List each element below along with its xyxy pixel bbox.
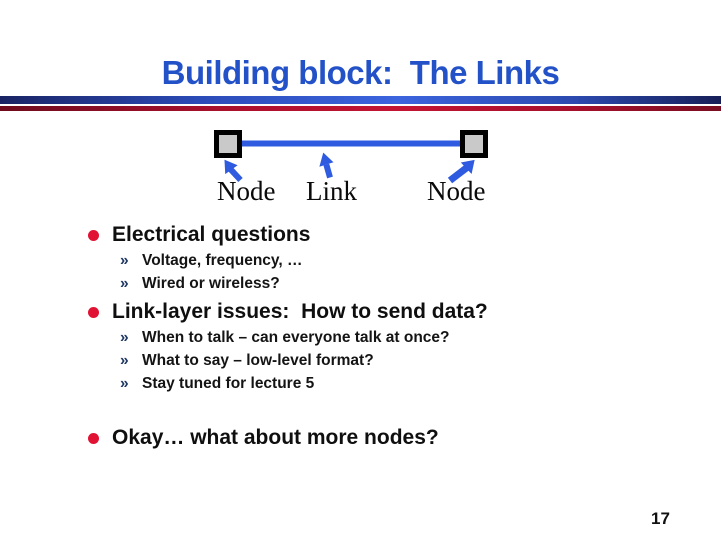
sub-bullet-voltage: » Voltage, frequency, … [120,252,303,270]
bullet-dot [88,307,99,318]
sub-bullet-text: What to say – low-level format? [142,352,374,369]
node-label-right: Node [427,176,486,206]
sub-bullet-text: When to talk – can everyone talk at once… [142,329,450,346]
sub-bullet-when-to-talk: » When to talk – can everyone talk at onc… [120,329,450,347]
bullet-okay-more-nodes: Okay… what about more nodes? [112,426,439,449]
sub-bullet-what-to-say: » What to say – low-level format? [120,352,374,370]
bullet-dot [88,433,99,444]
bullet-dot [88,230,99,241]
page-number: 17 [651,509,670,528]
sub-bullet-marker: » [120,375,129,392]
node-square-right [460,130,488,158]
divider-bar-blue [0,96,721,104]
sub-bullet-text: Wired or wireless? [142,275,280,292]
bullet-link-layer-issues: Link-layer issues: How to send data? [112,300,488,323]
sub-bullet-wired: » Wired or wireless? [120,275,280,293]
divider-bar-red [0,106,721,111]
arrow-to-right-node [447,159,475,184]
link-label: Link [306,176,357,206]
bullet-electrical-questions: Electrical questions [112,223,311,246]
slide-title: Building block: The Links [161,54,560,91]
sub-bullet-stay-tuned: » Stay tuned for lecture 5 [120,375,314,393]
node-label-left: Node [217,176,276,206]
sub-bullet-marker: » [120,275,129,292]
arrow-to-left-node [224,159,243,183]
node-square-left [214,130,242,158]
sub-bullet-marker: » [120,252,129,269]
sub-bullet-marker: » [120,352,129,369]
arrow-to-link [319,152,334,179]
sub-bullet-text: Stay tuned for lecture 5 [142,375,315,392]
sub-bullet-text: Voltage, frequency, … [142,252,303,269]
sub-bullet-marker: » [120,329,129,346]
node-link-diagram [214,130,488,184]
